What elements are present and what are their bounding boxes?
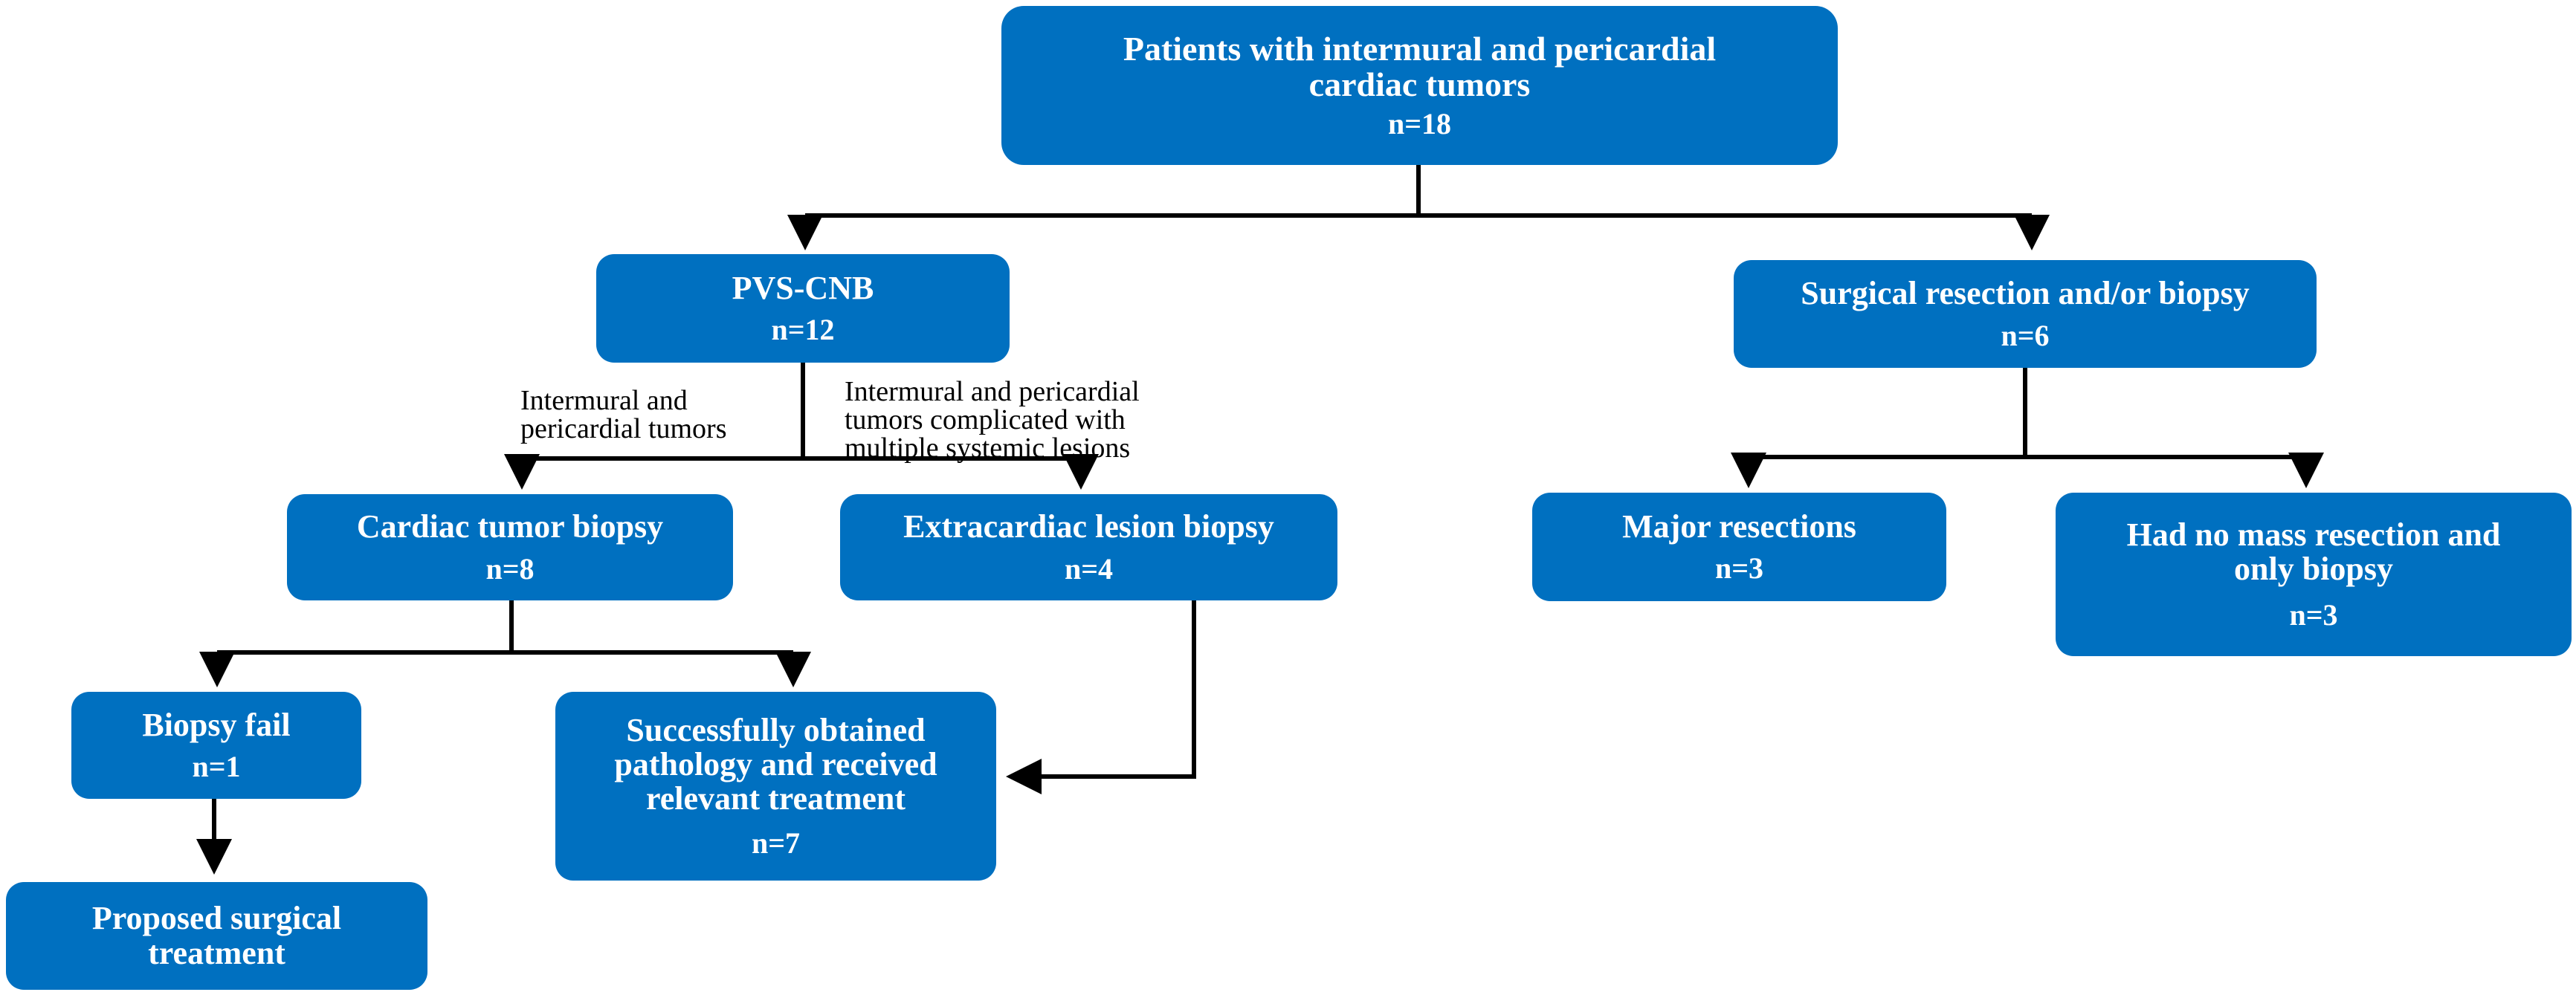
- success-line-2: pathology and received: [614, 745, 937, 782]
- cardiac-biopsy-count: n=8: [485, 551, 535, 586]
- root-node: Patients with intermural and pericardial…: [1001, 6, 1838, 165]
- biopsy-fail-node: Biopsy fail n=1: [71, 692, 361, 799]
- proposed-surgical-line-2: treatment: [148, 934, 285, 971]
- edge-label-intermural: Intermural and pericardial tumors: [520, 386, 727, 443]
- no-mass-resection-node: Had no mass resection and only biopsy n=…: [2056, 493, 2572, 656]
- extracardiac-biopsy-count: n=4: [1064, 551, 1114, 586]
- pvs-cnb-node: PVS-CNB n=12: [596, 254, 1010, 363]
- proposed-surgical-node: Proposed surgical treatment: [6, 882, 427, 990]
- surgical-count: n=6: [2001, 318, 2050, 352]
- major-resections-count: n=3: [1714, 551, 1764, 586]
- edge-label-complicated-line-3: multiple systemic lesions: [845, 432, 1131, 464]
- edge-label-intermural-line-1: Intermural and: [520, 385, 688, 416]
- success-count: n=7: [751, 826, 801, 861]
- biopsy-fail-label: Biopsy fail: [142, 706, 291, 743]
- pvs-cnb-count: n=12: [771, 313, 835, 347]
- no-mass-resection-line-1: Had no mass resection and: [2126, 516, 2501, 553]
- proposed-surgical-line-1: Proposed surgical: [91, 900, 342, 937]
- edge-label-intermural-line-2: pericardial tumors: [520, 413, 727, 444]
- root-node-line-1: Patients with intermural and pericardial: [1123, 29, 1717, 68]
- extracardiac-biopsy-label: Extracardiac lesion biopsy: [903, 508, 1274, 545]
- no-mass-resection-line-2: only biopsy: [2234, 551, 2393, 587]
- major-resections-label: Major resections: [1622, 508, 1856, 545]
- edge-label-complicated-line-1: Intermural and pericardial: [845, 376, 1140, 407]
- root-node-count: n=18: [1387, 107, 1452, 141]
- success-line-3: relevant treatment: [645, 780, 906, 817]
- success-node: Successfully obtained pathology and rece…: [555, 692, 996, 881]
- surgical-label: Surgical resection and/or biopsy: [1801, 275, 2250, 312]
- extracardiac-biopsy-node: Extracardiac lesion biopsy n=4: [840, 494, 1337, 600]
- biopsy-fail-count: n=1: [192, 750, 241, 784]
- edge-label-complicated: Intermural and pericardial tumors compli…: [845, 377, 1140, 462]
- cardiac-biopsy-node: Cardiac tumor biopsy n=8: [287, 494, 733, 600]
- major-resections-node: Major resections n=3: [1532, 493, 1946, 601]
- no-mass-resection-count: n=3: [2289, 598, 2338, 632]
- pvs-cnb-label: PVS-CNB: [732, 269, 874, 306]
- root-node-line-2: cardiac tumors: [1308, 65, 1531, 103]
- edge-label-complicated-line-2: tumors complicated with: [845, 404, 1126, 435]
- connector-extracardiac-down: [1006, 600, 1196, 794]
- success-line-1: Successfully obtained: [626, 711, 926, 748]
- cardiac-biopsy-label: Cardiac tumor biopsy: [356, 508, 664, 545]
- surgical-node: Surgical resection and/or biopsy n=6: [1734, 260, 2317, 368]
